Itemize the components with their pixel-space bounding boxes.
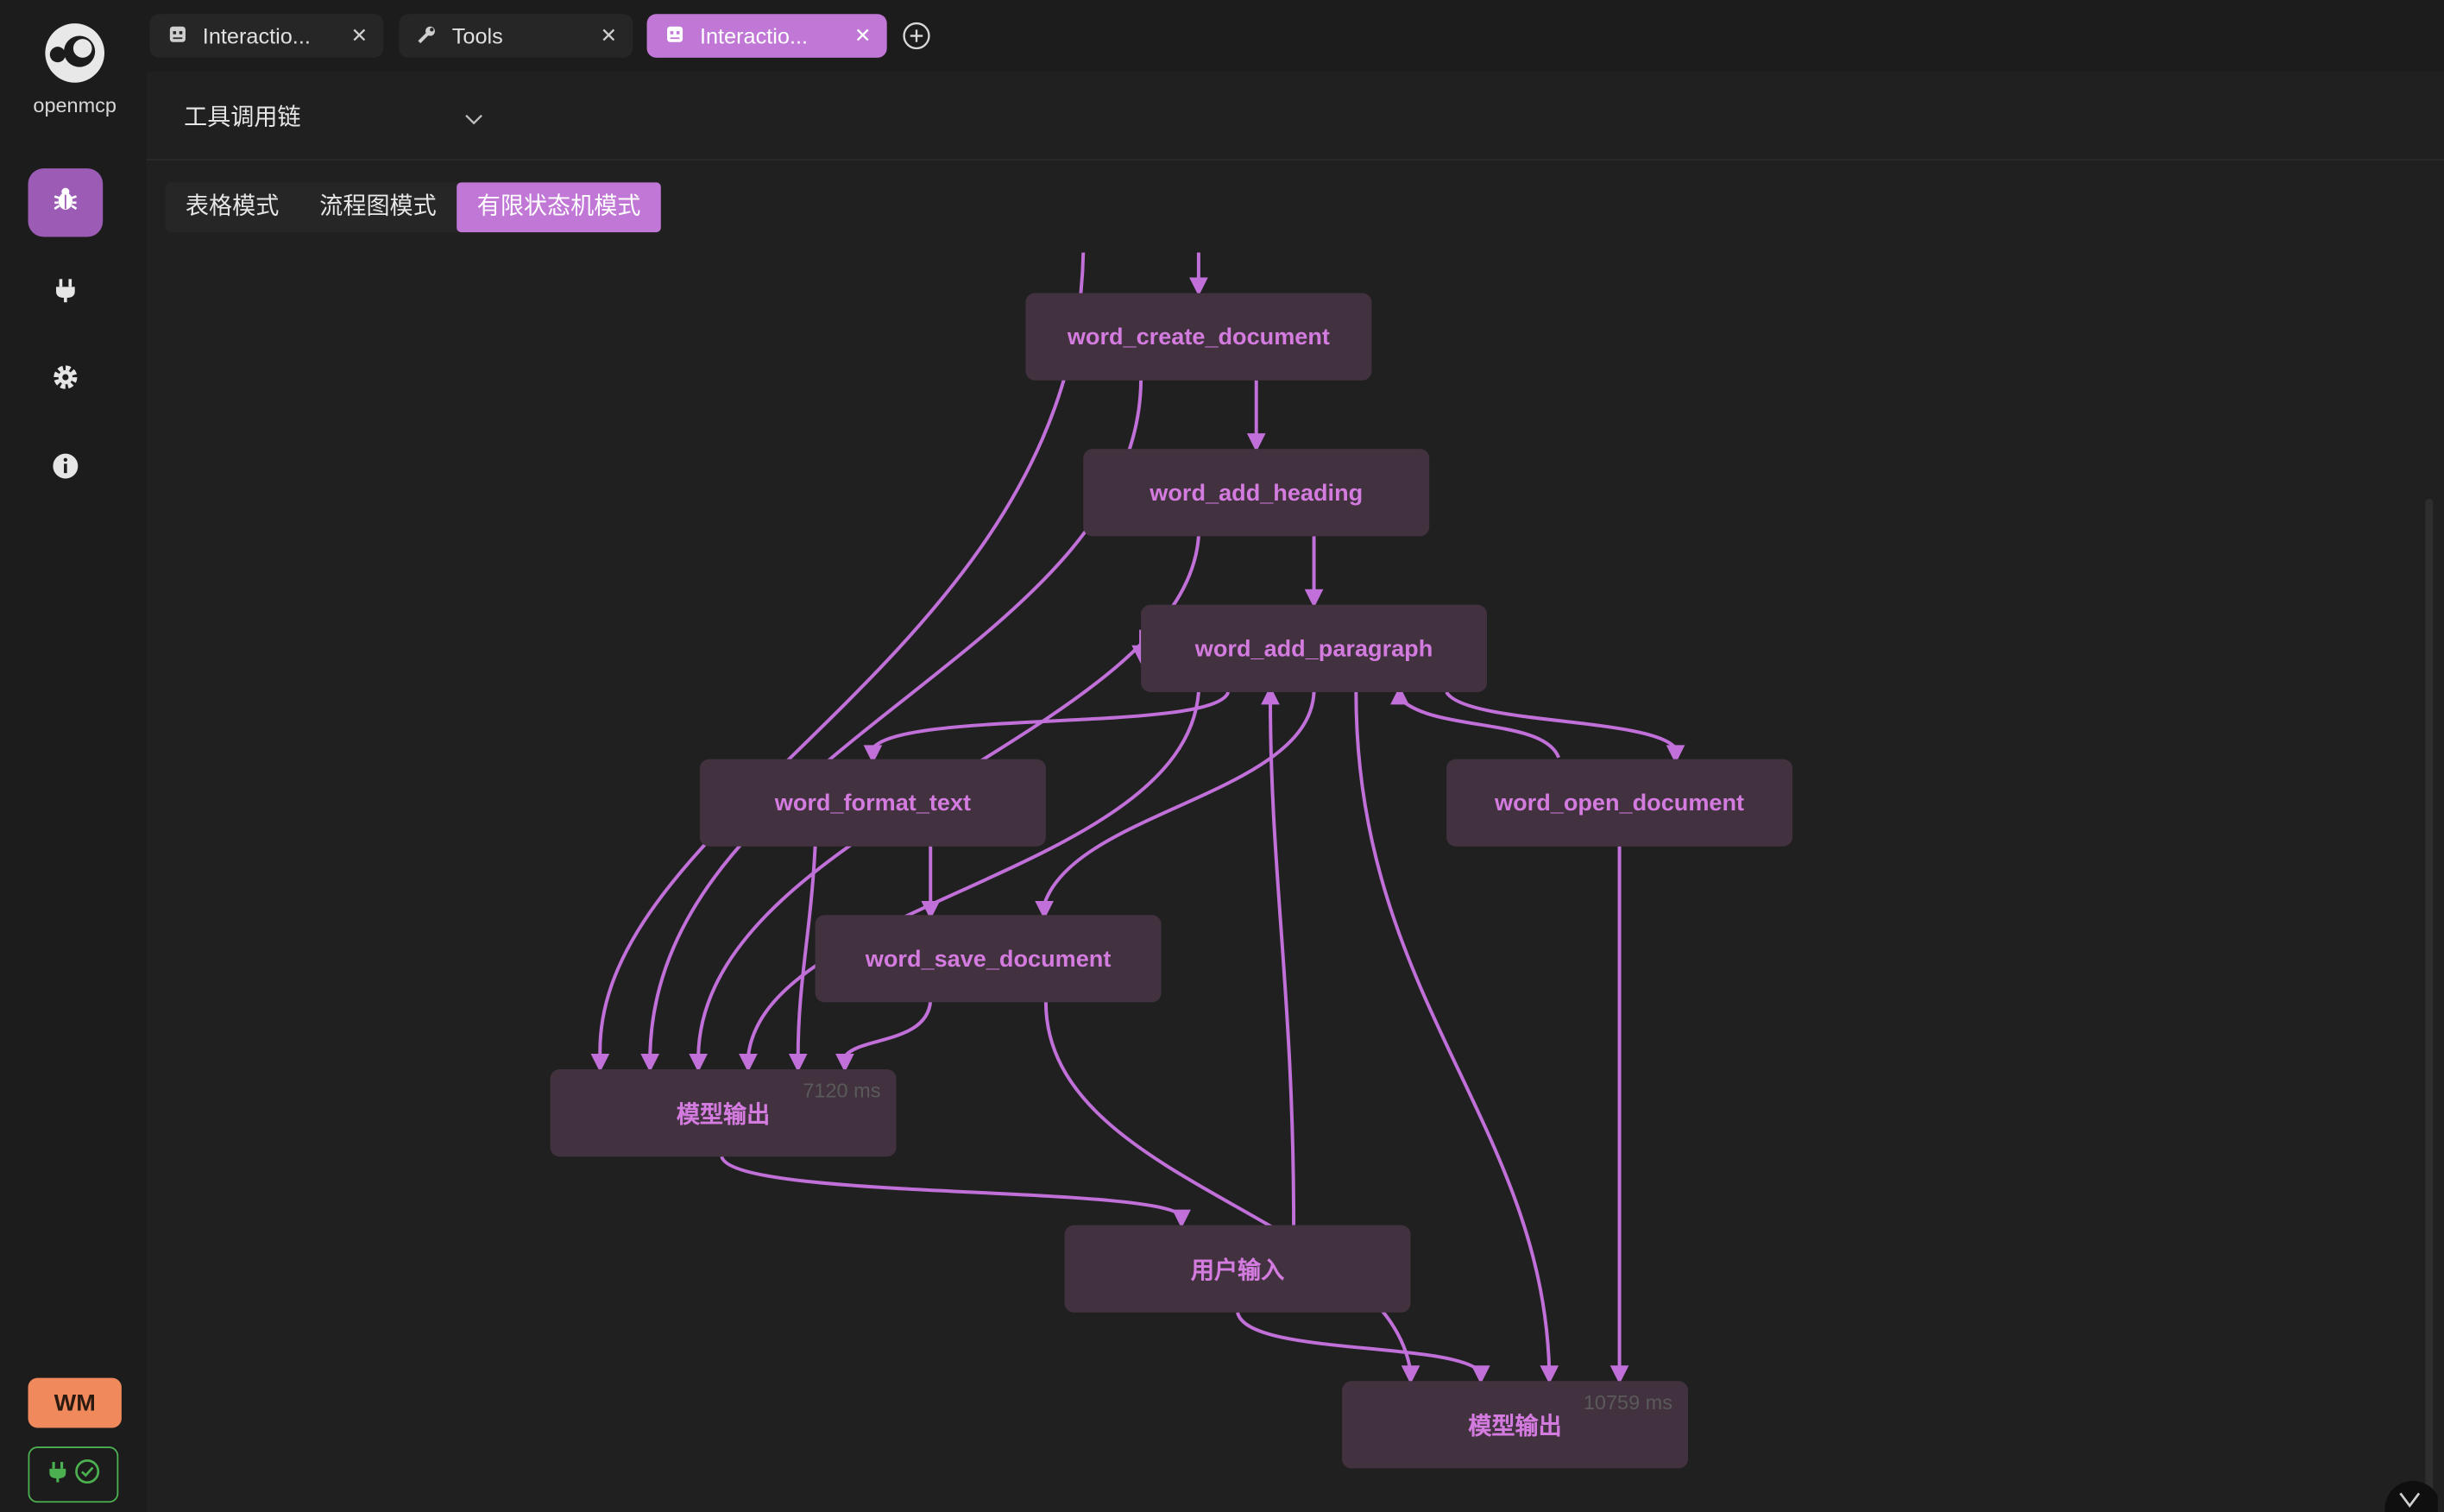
node-label: word_create_document	[1067, 323, 1330, 350]
graph-node[interactable]: word_save_document	[815, 915, 1162, 1003]
tab-interaction-1[interactable]: Interactio... ✕	[149, 14, 384, 58]
plug-icon	[53, 277, 78, 310]
chain-select[interactable]: 工具调用链	[146, 72, 2444, 161]
node-label: word_save_document	[865, 945, 1112, 973]
check-circle-icon	[75, 1458, 100, 1491]
graph-node[interactable]: word_create_document	[1025, 293, 1372, 381]
plus-circle-icon	[903, 22, 931, 56]
wm-badge[interactable]: WM	[28, 1377, 122, 1428]
graph-node[interactable]: word_add_heading	[1083, 449, 1430, 537]
graph-node[interactable]: word_format_text	[699, 759, 1046, 847]
close-icon[interactable]: ✕	[854, 23, 872, 47]
mode-fsm-button[interactable]: 有限状态机模式	[457, 182, 661, 233]
sidebar-item-settings[interactable]	[28, 346, 104, 414]
node-label: word_add_heading	[1150, 479, 1364, 507]
plug-icon	[47, 1459, 68, 1489]
mode-table-button[interactable]: 表格模式	[185, 192, 280, 220]
sidebar-item-connect[interactable]	[28, 259, 104, 327]
graph-node[interactable]: word_open_document	[1446, 759, 1793, 847]
robot-icon	[168, 23, 187, 48]
node-label: word_format_text	[774, 789, 972, 816]
node-label: word_add_paragraph	[1194, 635, 1433, 662]
graph-node[interactable]: 模型输出 7120 ms	[550, 1069, 897, 1157]
app-name: openmcp	[33, 93, 117, 117]
vertical-scrollbar[interactable]	[2425, 498, 2434, 1512]
node-label: 模型输出	[1468, 1413, 1562, 1440]
corner-logo-icon	[2382, 1475, 2441, 1512]
sidebar-item-debug[interactable]	[28, 168, 104, 237]
wrench-icon	[418, 23, 437, 48]
node-duration: 10759 ms	[1583, 1390, 1672, 1414]
tab-interaction-2[interactable]: Interactio... ✕	[646, 14, 887, 58]
graph-node[interactable]: 用户输入	[1064, 1225, 1411, 1313]
graph-node[interactable]: 模型输出 10759 ms	[1342, 1381, 1689, 1469]
sidebar: openmcp	[0, 0, 147, 1512]
close-icon[interactable]: ✕	[600, 23, 618, 47]
mode-flowchart-button[interactable]: 流程图模式	[319, 192, 437, 220]
graph-node[interactable]: word_add_paragraph	[1141, 604, 1488, 692]
node-duration: 7120 ms	[803, 1078, 881, 1102]
node-label: 用户输入	[1190, 1257, 1285, 1284]
node-label: 模型输出	[676, 1101, 771, 1128]
chevron-down-icon	[464, 106, 483, 135]
info-icon	[52, 451, 80, 488]
tab-label: Interactio...	[699, 23, 809, 48]
robot-icon	[665, 23, 684, 48]
select-value: 工具调用链	[184, 104, 301, 131]
close-icon[interactable]: ✕	[350, 23, 368, 47]
connection-status-badge[interactable]	[28, 1446, 119, 1503]
add-tab-button[interactable]	[903, 22, 931, 50]
tab-label: Tools	[451, 23, 503, 48]
view-mode-switch: 表格模式 流程图模式 有限状态机模式	[165, 182, 661, 233]
openmcp-logo-icon	[44, 22, 106, 84]
sidebar-item-about[interactable]	[28, 435, 104, 503]
bug-icon	[52, 185, 80, 221]
tab-label: Interactio...	[202, 23, 311, 48]
tab-tools[interactable]: Tools ✕	[399, 14, 633, 58]
node-label: word_open_document	[1495, 789, 1745, 816]
gear-icon	[52, 362, 80, 399]
